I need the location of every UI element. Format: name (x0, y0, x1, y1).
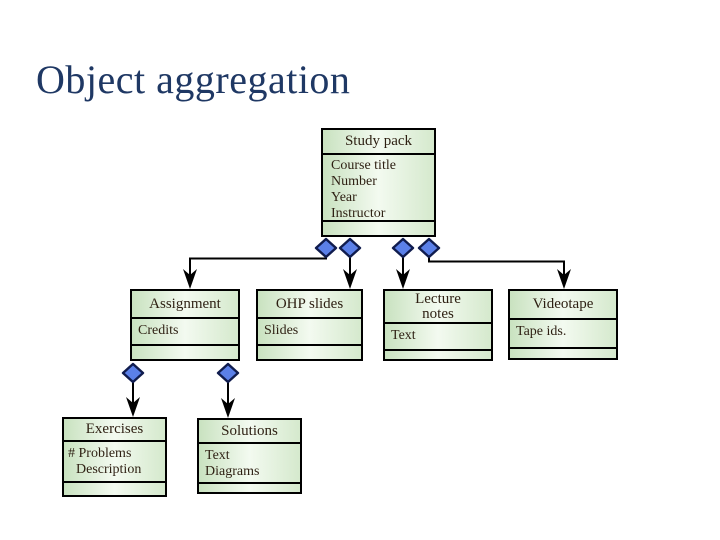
class-name: Exercises (85, 421, 144, 437)
slide-title: Object aggregation (36, 57, 351, 102)
diamond-icon (391, 237, 415, 259)
class-box-lecture-notes: Lecture notes Text (383, 289, 493, 361)
class-box-assignment: Assignment Credits (130, 289, 240, 361)
class-title-compartment: Assignment (132, 291, 238, 317)
class-title-compartment: OHP slides (258, 291, 361, 317)
class-attributes-compartment: Tape ids. (510, 318, 616, 347)
class-operations-compartment (132, 344, 238, 359)
class-attributes-compartment: Course title Number Year Instructor (323, 153, 434, 220)
class-attributes-compartment: # Problems Description (64, 440, 165, 481)
class-name: Lecture notes (415, 291, 461, 322)
attribute: Tape ids. (516, 324, 567, 339)
attribute: # Problems (68, 446, 132, 461)
attribute: Course title (331, 158, 396, 173)
attribute: Number (331, 174, 377, 189)
class-attributes-compartment: Credits (132, 317, 238, 344)
diamond-icon (121, 362, 145, 384)
attribute: Description (76, 462, 142, 477)
class-title-compartment: Exercises (64, 419, 165, 440)
attribute: Credits (138, 323, 179, 338)
class-operations-compartment (64, 481, 165, 495)
class-name: Videotape (532, 296, 594, 312)
class-name: OHP slides (275, 295, 344, 312)
class-box-solutions: Solutions Text Diagrams (197, 418, 302, 494)
attribute: Year (331, 190, 357, 205)
class-operations-compartment (510, 347, 616, 358)
arrowhead-ohpslides (343, 269, 357, 289)
arrowhead-solutions (221, 398, 235, 418)
arrowhead-videotape (557, 269, 571, 289)
link-studypack-videotape (428, 250, 565, 276)
arrowhead-assignment (183, 269, 197, 289)
class-name: Solutions (221, 422, 278, 439)
diamond-icon (216, 362, 240, 384)
class-operations-compartment (385, 349, 491, 359)
class-title-compartment: Study pack (323, 130, 434, 153)
attribute: Instructor (331, 206, 386, 220)
class-box-exercises: Exercises # Problems Description (62, 417, 167, 497)
class-box-videotape: Videotape Tape ids. (508, 289, 618, 360)
class-title-compartment: Videotape (510, 291, 616, 318)
attribute: Slides (264, 323, 299, 338)
class-operations-compartment (258, 344, 361, 359)
class-attributes-compartment: Slides (258, 317, 361, 344)
class-box-ohp-slides: OHP slides Slides (256, 289, 363, 361)
class-title-compartment: Lecture notes (385, 291, 491, 322)
class-box-study-pack: Study pack Course title Number Year Inst… (321, 128, 436, 237)
arrowhead-exercises (126, 397, 140, 417)
diamond-icon (338, 237, 362, 259)
link-studypack-assignment (189, 250, 327, 276)
class-attributes-compartment: Text Diagrams (199, 442, 300, 482)
class-attributes-compartment: Text (385, 322, 491, 349)
class-operations-compartment (323, 220, 434, 235)
attribute: Text (205, 448, 230, 463)
class-operations-compartment (199, 482, 300, 492)
class-name: Study pack (344, 133, 413, 149)
attribute: Diagrams (205, 464, 260, 479)
attribute: Text (391, 328, 416, 343)
diamond-icon (314, 237, 338, 259)
class-title-compartment: Solutions (199, 420, 300, 442)
arrowhead-lecturenotes (396, 269, 410, 289)
class-name: Assignment (149, 295, 221, 312)
diamond-icon (417, 237, 441, 259)
